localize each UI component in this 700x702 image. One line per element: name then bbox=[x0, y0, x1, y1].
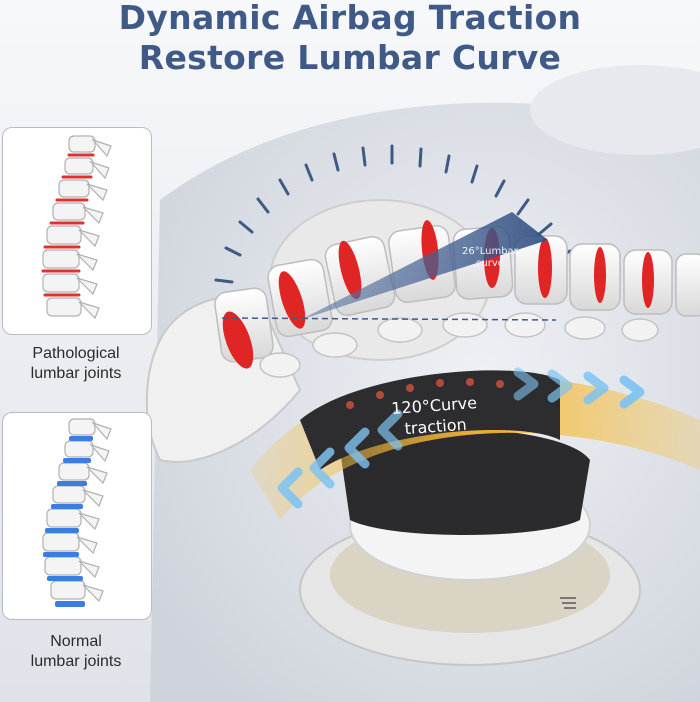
normal-caption-line2: lumbar joints bbox=[30, 653, 122, 670]
headline-line2: Restore Lumbar Curve bbox=[138, 38, 562, 77]
lumbar-angle-label-line1: 26°Lumbar bbox=[462, 246, 518, 257]
pathological-spine-icon bbox=[41, 135, 112, 320]
chevron-arrows bbox=[277, 367, 645, 509]
traction-label: 120°Curve traction bbox=[391, 392, 479, 440]
baseline-dashed bbox=[221, 317, 557, 321]
pathological-caption: Pathological lumbar joints bbox=[0, 344, 152, 384]
headline-line1: Dynamic Airbag Traction bbox=[118, 0, 582, 37]
pathological-caption-line1: Pathological bbox=[32, 345, 120, 362]
normal-spine-icon bbox=[42, 418, 112, 607]
lumbar-angle-label: 26°Lumbar curve bbox=[462, 246, 518, 270]
normal-caption-line1: Normal bbox=[50, 633, 102, 650]
pathological-caption-line2: lumbar joints bbox=[30, 365, 122, 382]
lumbar-angle-label-line2: curve bbox=[475, 258, 504, 269]
button-icon bbox=[560, 597, 576, 609]
pillow-top bbox=[530, 65, 700, 155]
airbag-pad bbox=[250, 370, 700, 520]
normal-caption: Normal lumbar joints bbox=[0, 632, 152, 672]
lumbar-angle-wedge bbox=[300, 212, 548, 320]
pathological-spine-panel bbox=[2, 127, 152, 335]
normal-spine-panel bbox=[2, 412, 152, 620]
